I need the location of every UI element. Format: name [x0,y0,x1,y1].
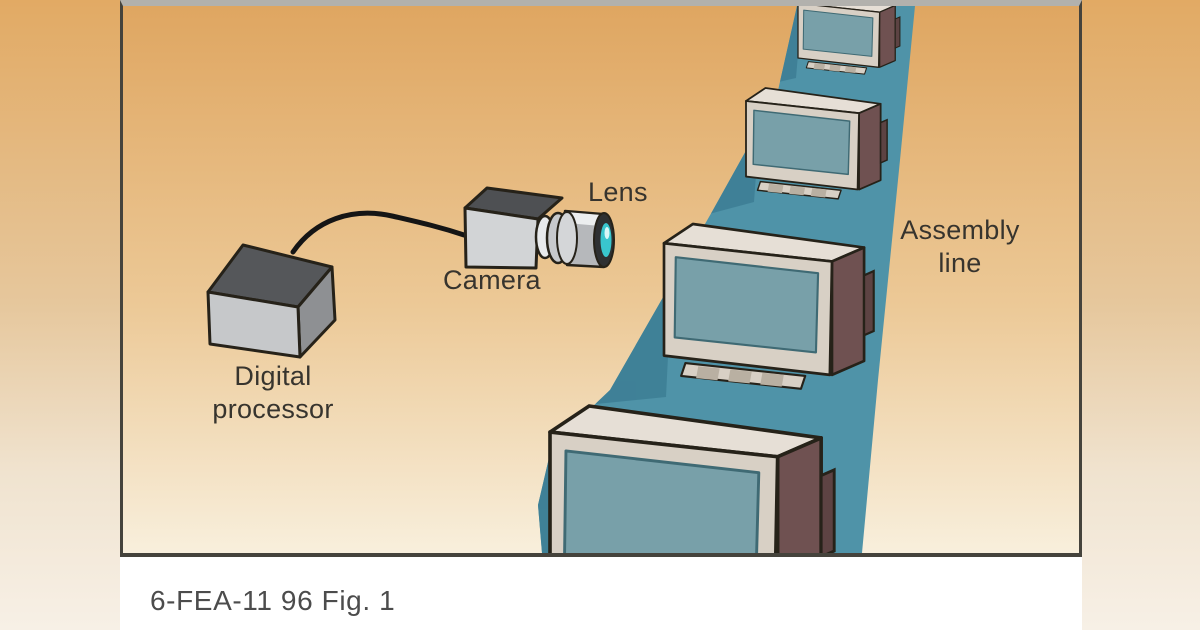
lens-illustration [534,209,615,269]
assembly-line-label: Assembly line [900,215,1020,278]
camera-label: Camera [443,265,541,295]
caption-strip: 6-FEA-11 96 Fig. 1 [120,557,1082,630]
monitor-1 [797,6,901,75]
digital-processor-illustration [206,243,337,359]
machine-vision-diagram [206,6,915,553]
monitor-2 [745,87,889,200]
monitor-3 [662,222,876,391]
diagram-panel [120,0,1082,557]
camera-cable [290,210,467,255]
figure-caption: 6-FEA-11 96 Fig. 1 [150,585,396,616]
digital-processor-label: Digital processor [212,361,334,424]
camera-illustration [463,186,615,270]
lens-label: Lens [588,177,648,207]
